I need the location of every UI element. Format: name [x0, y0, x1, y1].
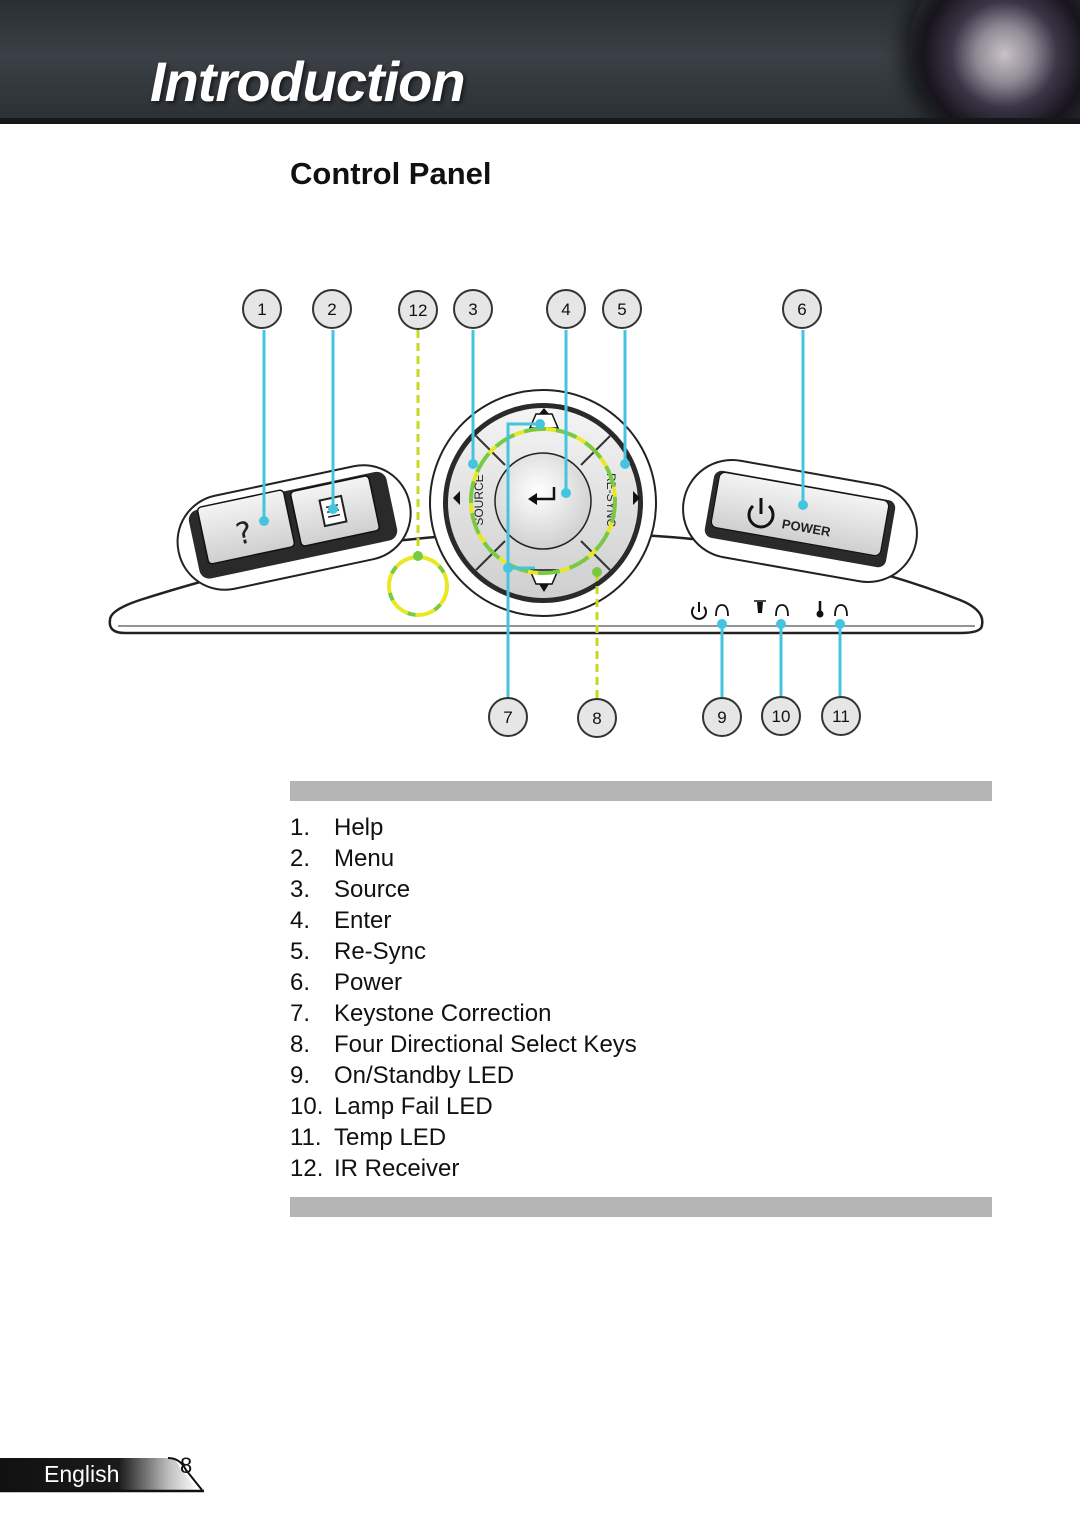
section-title: Control Panel	[290, 156, 492, 191]
callout-3: 3	[453, 289, 493, 329]
svg-text:9: 9	[717, 708, 726, 727]
legend-item: 4. Enter	[290, 905, 637, 936]
page-number: 8	[180, 1453, 193, 1478]
legend-item: 2. Menu	[290, 843, 637, 874]
chapter-title: Introduction	[150, 50, 466, 113]
enter-icon	[528, 487, 556, 505]
callout-5: 5	[602, 289, 642, 329]
legend-item: 12. IR Receiver	[290, 1153, 637, 1184]
legend-list: 1. Help 2. Menu 3. Source 4. Enter 5. Re-Sync…	[290, 812, 637, 1184]
header-banner: Introduction	[0, 0, 1080, 124]
legend-number: 6.	[290, 969, 311, 996]
svg-text:4: 4	[561, 300, 570, 319]
legend-item: 6. Power	[290, 967, 637, 998]
legend-number: 3.	[290, 876, 311, 903]
legend-number: 10.	[290, 1093, 324, 1120]
callout-11: 11	[821, 696, 861, 736]
svg-text:12: 12	[409, 301, 428, 320]
callout-2: 2	[312, 289, 352, 329]
svg-text:10: 10	[772, 707, 791, 726]
legend-number: 1.	[290, 814, 311, 841]
left-key[interactable]: SOURCE	[453, 474, 486, 526]
legend-label: IR Receiver	[334, 1155, 460, 1182]
select-keys-ring	[469, 427, 617, 575]
legend-item: 1. Help	[290, 812, 637, 843]
svg-text:3: 3	[468, 300, 477, 319]
legend-label: Re-Sync	[334, 938, 427, 965]
callout-4: 4	[546, 289, 586, 329]
callout-12: 12	[398, 290, 438, 330]
projector-lens-graphic	[910, 0, 1080, 124]
callout-8: 8	[577, 698, 617, 738]
callout-7: 7	[488, 697, 528, 737]
legend-label: Lamp Fail LED	[334, 1093, 493, 1120]
help-button[interactable]: ?	[196, 489, 296, 565]
legend-item: 3. Source	[290, 874, 637, 905]
svg-text:11: 11	[832, 707, 850, 726]
legend-number: 12.	[290, 1155, 324, 1182]
callout-dots	[259, 419, 845, 629]
legend-number: 5.	[290, 938, 311, 965]
legend-label: Enter	[334, 907, 392, 934]
svg-text:6: 6	[797, 300, 806, 319]
callout-9: 9	[702, 697, 742, 737]
power-button[interactable]: POWER	[703, 470, 896, 569]
legend-number: 11.	[290, 1124, 322, 1151]
footer-language: English	[44, 1461, 120, 1487]
standby-led	[691, 602, 729, 620]
control-panel-diagram: ? POWER	[108, 289, 984, 738]
legend-label: Source	[334, 876, 411, 903]
legend-label: Keystone Correction	[334, 1000, 552, 1027]
source-label: SOURCE	[472, 474, 486, 525]
legend-label: Menu	[334, 845, 395, 872]
svg-text:?: ?	[233, 515, 256, 553]
legend-top-bar	[290, 781, 992, 801]
legend-item: 5. Re-Sync	[290, 936, 637, 967]
callout-10: 10	[761, 696, 801, 736]
legend-number: 7.	[290, 1000, 311, 1027]
legend-item: 9. On/Standby LED	[290, 1060, 637, 1091]
language-tab	[0, 1457, 204, 1493]
callout-dashed-lines	[416, 330, 599, 698]
svg-text:7: 7	[503, 708, 512, 727]
callout-1: 1	[242, 289, 282, 329]
legend-label: Temp LED	[334, 1124, 447, 1151]
power-icon	[747, 498, 775, 529]
temp-led	[816, 601, 848, 618]
legend-number: 4.	[290, 907, 311, 934]
legend-label: Help	[334, 814, 384, 841]
legend-item: 7. Keystone Correction	[290, 998, 637, 1029]
callout-6: 6	[782, 289, 822, 329]
legend-item: 8. Four Directional Select Keys	[290, 1029, 637, 1060]
legend-item: 10. Lamp Fail LED	[290, 1091, 637, 1122]
legend-label: Power	[334, 969, 403, 996]
svg-text:5: 5	[617, 300, 626, 319]
legend-item: 11. Temp LED	[290, 1122, 637, 1153]
svg-text:1: 1	[257, 300, 266, 319]
legend-number: 2.	[290, 845, 311, 872]
svg-text:8: 8	[592, 709, 601, 728]
legend-label: Four Directional Select Keys	[334, 1031, 637, 1058]
callout-lines	[262, 330, 842, 698]
lamp-led	[754, 600, 789, 617]
legend-number: 9.	[290, 1062, 311, 1089]
callout-markers: 1 2 12 3 4 5 6 7 8 9 10 11	[242, 289, 861, 738]
legend-bottom-bar	[290, 1197, 992, 1217]
legend-number: 8.	[290, 1031, 311, 1058]
legend-label: On/Standby LED	[334, 1062, 515, 1089]
svg-text:2: 2	[327, 300, 336, 319]
